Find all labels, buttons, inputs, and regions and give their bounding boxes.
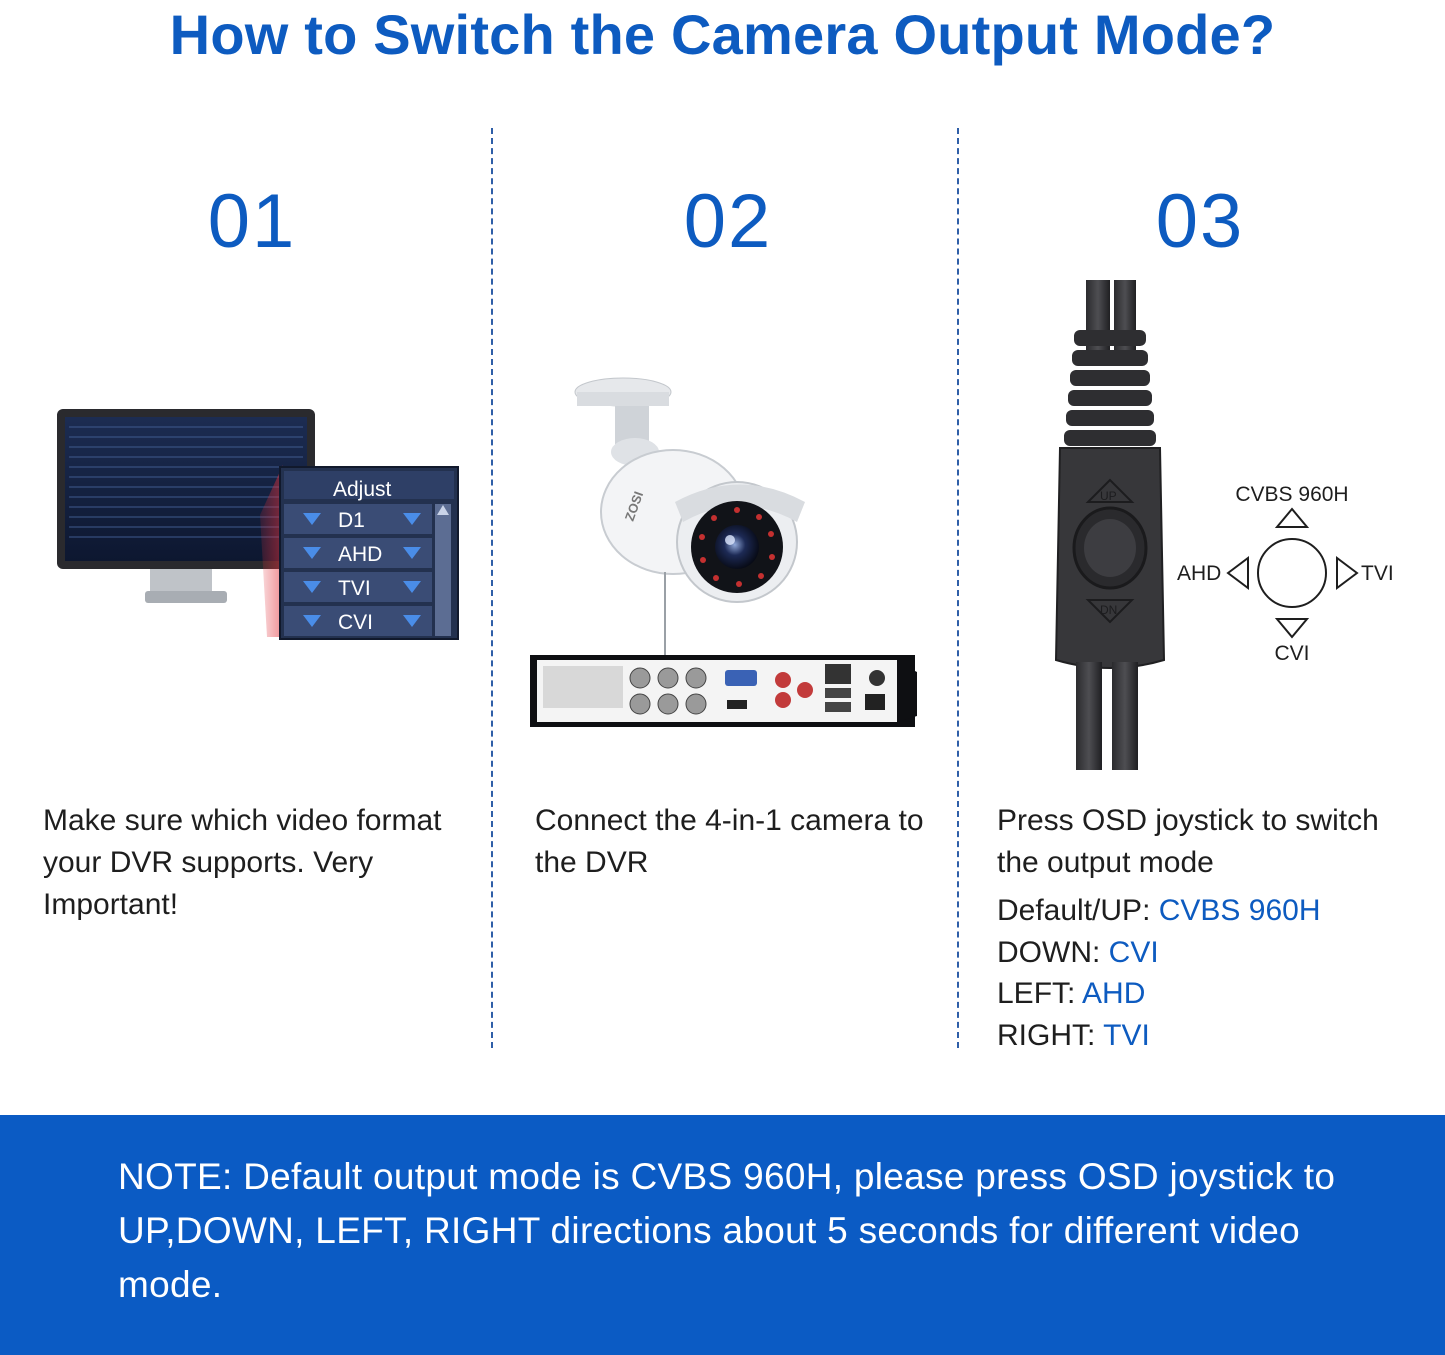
arrow-left-icon: [1226, 556, 1249, 590]
joystick-circle-icon: [1257, 538, 1327, 608]
diagram-label-right: TVI: [1361, 562, 1394, 585]
note-banner: [0, 1115, 1445, 1355]
dvr-menu-header: Adjust: [333, 478, 392, 501]
mode-value: CVBS 960H: [1158, 894, 1321, 927]
mode-list: Default/UP: CVBS 960H DOWN: CVI LEFT: AH…: [997, 890, 1320, 1056]
osd-joystick-illustration: UP DN: [1054, 280, 1166, 770]
step-number-02: 02: [683, 179, 773, 264]
column-divider-left: [491, 128, 493, 1048]
step-03-text: Press OSD joystick to switch the output …: [997, 804, 1379, 879]
dvr-monitor-illustration: Adjust D1 AHD TVI CVI: [57, 409, 459, 640]
mode-item: DOWN: CVI: [997, 932, 1320, 974]
direction-diagram: CVBS 960H AHD TVI CVI: [1177, 483, 1394, 665]
mode-item: LEFT: AHD: [997, 973, 1320, 1015]
mode-item: RIGHT: TVI: [997, 1015, 1320, 1057]
step-number-03: 03: [1155, 179, 1245, 264]
diagram-label-up: CVBS 960H: [1235, 483, 1348, 506]
mode-value: TVI: [1103, 1018, 1150, 1052]
arrow-down-icon: [1274, 618, 1310, 639]
arrow-right-icon: [1336, 556, 1359, 590]
mode-label: RIGHT:: [997, 1018, 1104, 1052]
arrow-up-icon: [1274, 507, 1310, 528]
joystick-down-marking: DN: [1100, 603, 1117, 617]
note-text: NOTE: Default output mode is CVBS 960H, …: [118, 1156, 1336, 1305]
step-02-text: Connect the 4-in-1 camera to the DVR: [535, 804, 924, 879]
mode-item: Default/UP: CVBS 960H: [997, 890, 1320, 932]
mode-label: DOWN:: [997, 935, 1109, 969]
diagram-label-down: CVI: [1274, 642, 1309, 665]
dvr-menu-option-cvi: CVI: [338, 611, 373, 634]
dvr-menu-option-ahd: AHD: [338, 543, 382, 566]
step-number-01: 01: [207, 179, 297, 264]
joystick-up-marking: UP: [1100, 489, 1117, 503]
diagram-label-left: AHD: [1177, 562, 1221, 585]
camera-dvr-illustration: ZOSI: [530, 377, 917, 727]
mode-label: LEFT:: [997, 977, 1083, 1010]
column-divider-right: [957, 128, 959, 1048]
dvr-menu-option-d1: D1: [338, 509, 365, 532]
page-title: How to Switch the Camera Output Mode?: [169, 3, 1276, 66]
mode-value: CVI: [1108, 935, 1159, 969]
dvr-menu-option-tvi: TVI: [338, 577, 371, 600]
step-01-text: Make sure which video format your DVR su…: [43, 804, 442, 921]
mode-label: Default/UP:: [997, 894, 1159, 927]
mode-value: AHD: [1082, 977, 1146, 1010]
